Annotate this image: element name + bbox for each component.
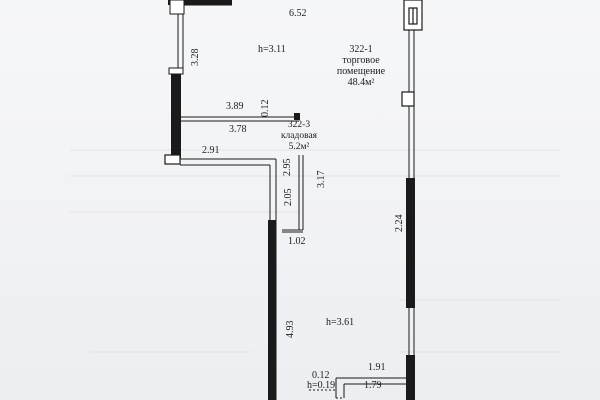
dimension-left-upper: 3.28 (190, 48, 201, 67)
room-322-3-name: кладовая (280, 131, 318, 141)
storage-top-partition (181, 113, 300, 122)
faint-background-lines (70, 149, 560, 353)
dimension-storage-left: 2.05 (283, 188, 294, 207)
dimension-storage-inner: 2.95 (282, 158, 293, 177)
right-wall (401, 30, 415, 400)
dimension-bottom-outer: 1.91 (368, 362, 386, 373)
storage-partition-walls (282, 155, 304, 233)
room-322-1-label: 322-1 торговое помещение 48.4м² (328, 44, 394, 88)
room-322-3-area: 5.2м² (288, 142, 310, 152)
step-height: h=0.19 (307, 380, 336, 391)
room-322-1-area: 48.4м² (347, 77, 375, 88)
dimension-bottom-inner: 1.79 (364, 380, 382, 391)
dimension-storage-bottom: 1.02 (288, 236, 306, 247)
dimension-left-lower: 4.93 (285, 320, 296, 339)
room-322-1-name-line1: торговое (342, 55, 380, 66)
dimension-step-wall: 0.12 (312, 370, 330, 381)
bottom-step (309, 377, 409, 399)
top-right-column (403, 0, 423, 31)
room-322-1-name-line2: помещение (336, 66, 386, 77)
room-322-1-number: 322-1 (349, 44, 373, 55)
room-322-3-number: 322-3 (287, 120, 311, 130)
top-wall (168, 0, 232, 15)
room-height-lower: h=3.61 (326, 317, 355, 328)
dimension-left-step: 2.91 (202, 145, 220, 156)
dimension-right-segment: 2.24 (394, 214, 405, 233)
dimension-wall-thickness: 0.12 (260, 99, 271, 118)
left-step-wall (164, 154, 277, 400)
dimension-storage-top-outer: 3.89 (226, 101, 244, 112)
dimension-top-wall: 6.52 (289, 8, 307, 19)
room-322-3-label: 322-3 кладовая 5.2м² (270, 120, 328, 153)
left-upper-wall (168, 14, 184, 158)
dimension-storage-top-inner: 3.78 (229, 124, 247, 135)
dimension-storage-right: 3.17 (316, 170, 327, 189)
room-height-upper: h=3.11 (258, 44, 286, 55)
